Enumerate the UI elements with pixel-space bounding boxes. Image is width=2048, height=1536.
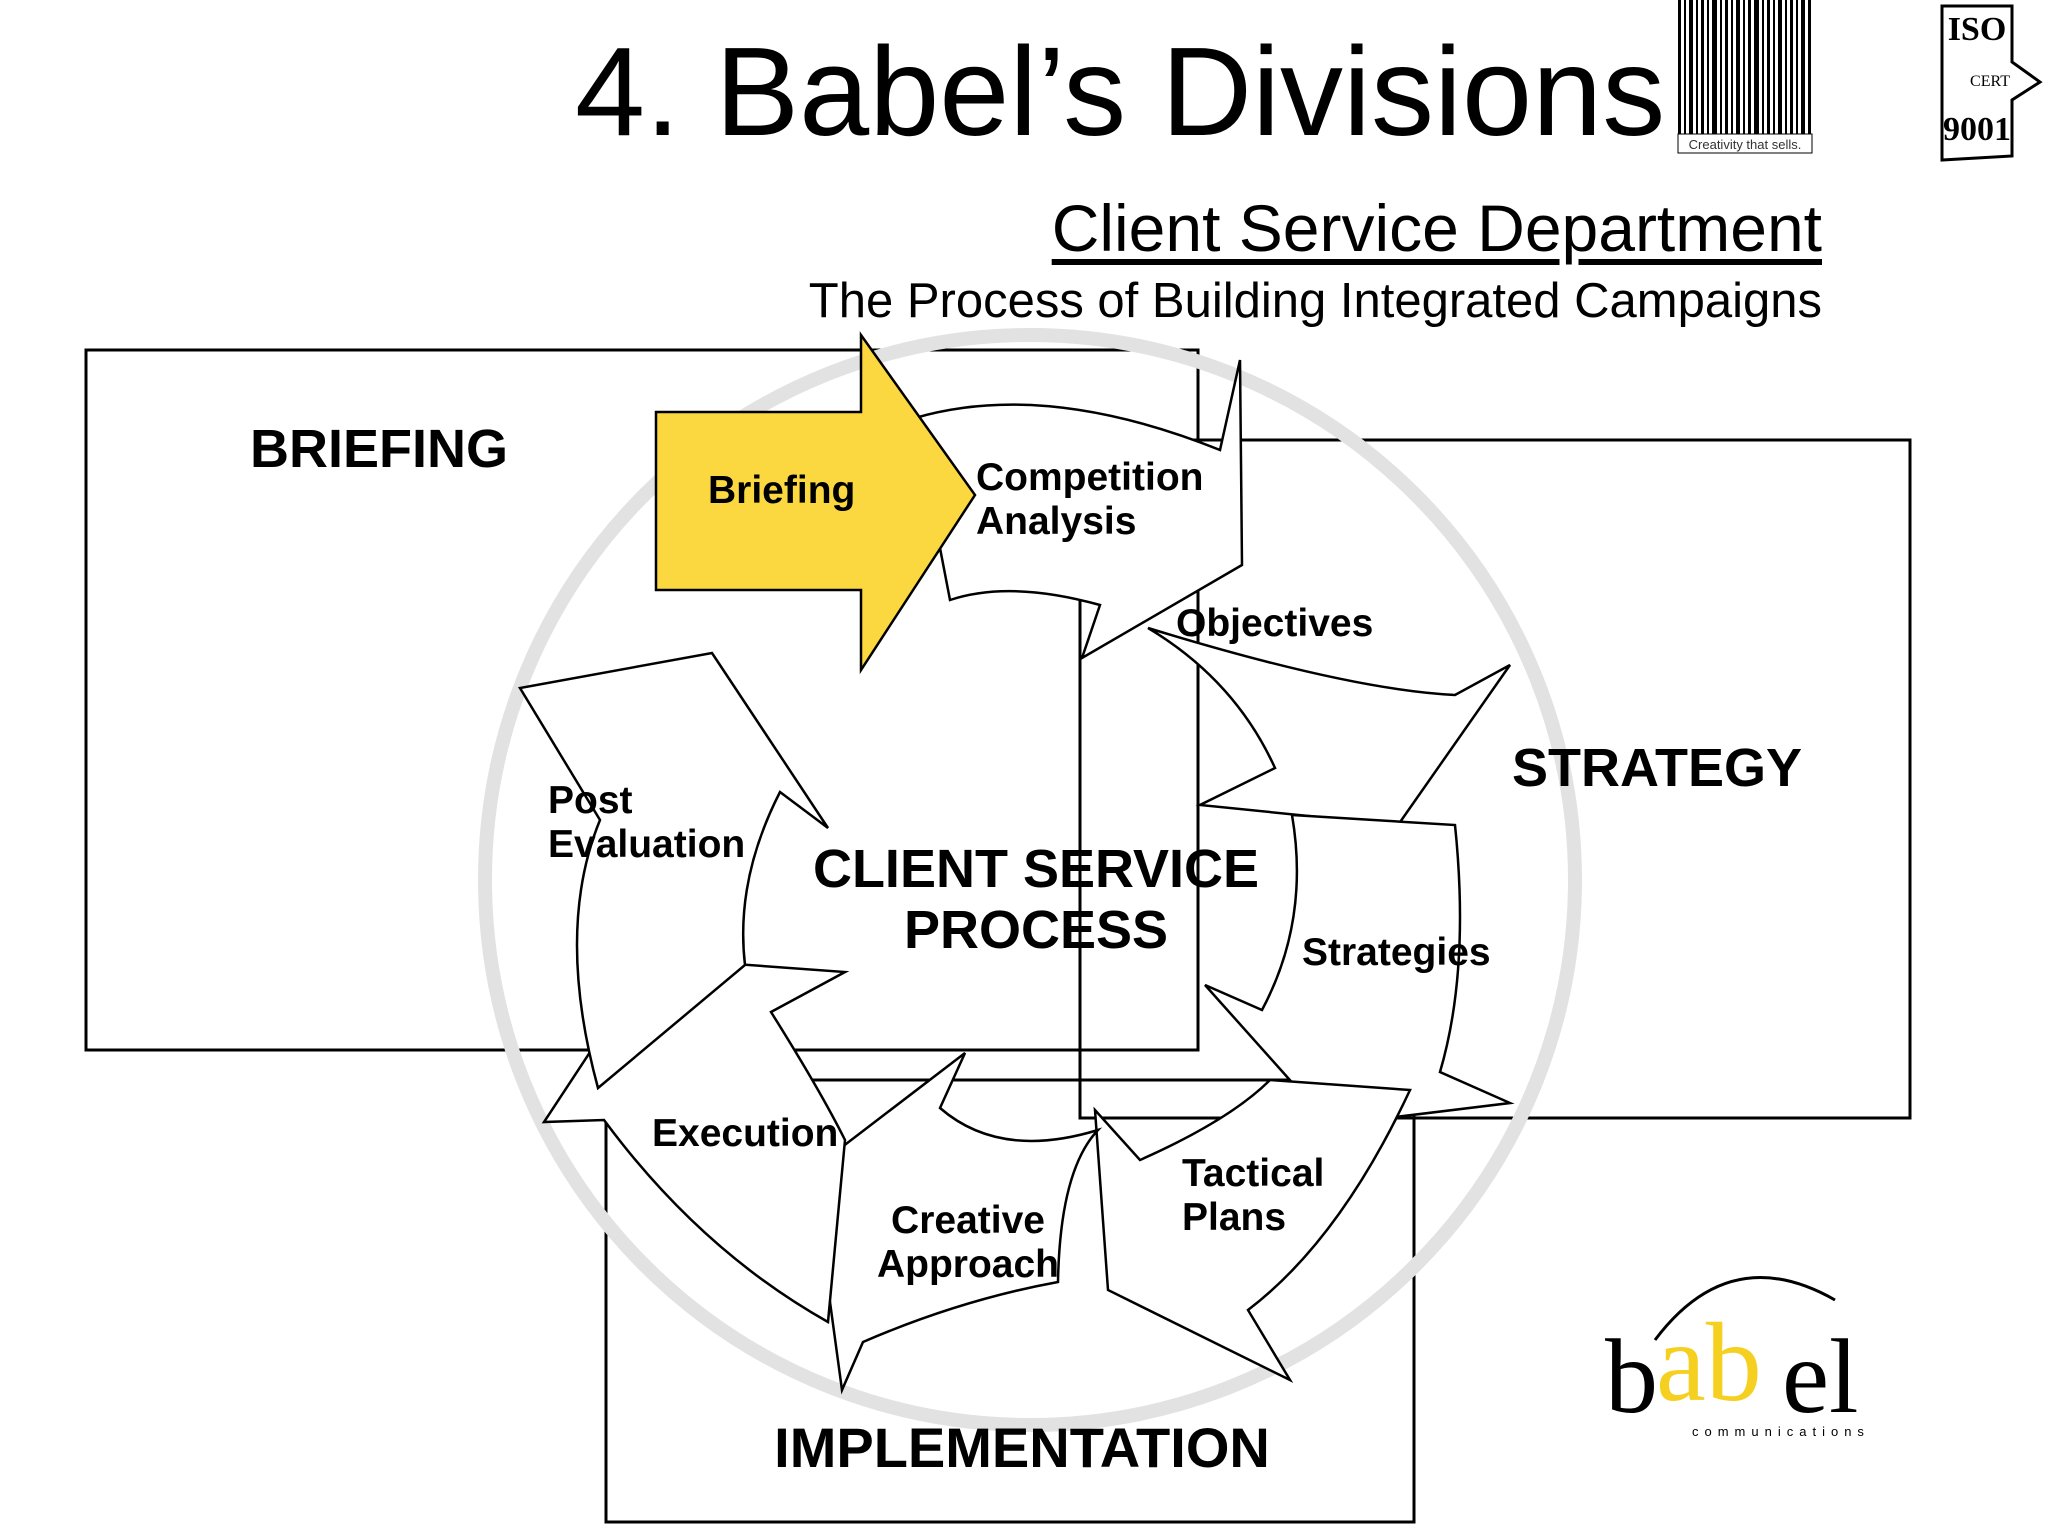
briefing-arrow: [654, 331, 977, 675]
cycle-arrows: [517, 359, 1515, 1395]
step-tactical-line1: Tactical: [1182, 1152, 1324, 1195]
arrow-strategies: [1204, 813, 1515, 1127]
barcode-tagline: Creativity that sells.: [1689, 137, 1802, 152]
step-post-line1: Post: [548, 779, 633, 822]
step-competition-line2: Analysis: [976, 500, 1136, 543]
iso-badge-middle: CERT: [1970, 73, 2010, 90]
phase-label-strategy: STRATEGY: [1512, 738, 1802, 798]
department-title: Client Service Department: [1051, 191, 1822, 265]
phase-label-briefing: BRIEFING: [250, 419, 508, 479]
svg-text:ab: ab: [1656, 1301, 1762, 1425]
arrow-post-evaluation: [517, 651, 830, 1091]
step-creative-line2: Approach: [877, 1243, 1059, 1286]
arrow-competition-analysis: [913, 359, 1244, 661]
svg-text:b: b: [1605, 1318, 1658, 1435]
iso-badge: ISO CERT 9001: [1940, 4, 2043, 162]
step-tactical-line2: Plans: [1182, 1196, 1286, 1239]
iso-badge-top: ISO: [1948, 11, 2007, 48]
center-label-line1: CLIENT SERVICE: [813, 839, 1259, 899]
iso-badge-bottom: 9001: [1943, 111, 2011, 148]
ring-shadow: [478, 328, 1582, 1432]
step-creative-line1: Creative: [891, 1199, 1045, 1242]
barcode-logo: Creativity that sells.: [1676, 0, 1818, 155]
phase-label-implementation: IMPLEMENTATION: [774, 1416, 1270, 1479]
step-strategies: Strategies: [1302, 931, 1491, 974]
page-subtitle: The Process of Building Integrated Campa…: [808, 274, 1822, 328]
step-briefing: Briefing: [708, 469, 855, 512]
step-objectives: Objectives: [1176, 602, 1373, 645]
svg-text:el: el: [1782, 1318, 1859, 1435]
babel-logo: b ab el communications: [1605, 1276, 1870, 1439]
step-execution: Execution: [652, 1112, 838, 1155]
page-title: 4. Babel’s Divisions: [575, 21, 1666, 162]
step-competition-line1: Competition: [976, 456, 1203, 499]
implementation-phase-box: [604, 1078, 1416, 1524]
strategy-phase-box: [1078, 438, 1912, 1120]
babel-logo-tagline: communications: [1692, 1424, 1870, 1439]
arrow-creative-approach: [810, 1052, 1103, 1395]
arrow-objectives: [1147, 626, 1512, 827]
center-label-line2: PROCESS: [904, 900, 1168, 960]
arrow-tactical-plans: [1093, 1078, 1412, 1384]
step-post-line2: Evaluation: [548, 823, 745, 866]
